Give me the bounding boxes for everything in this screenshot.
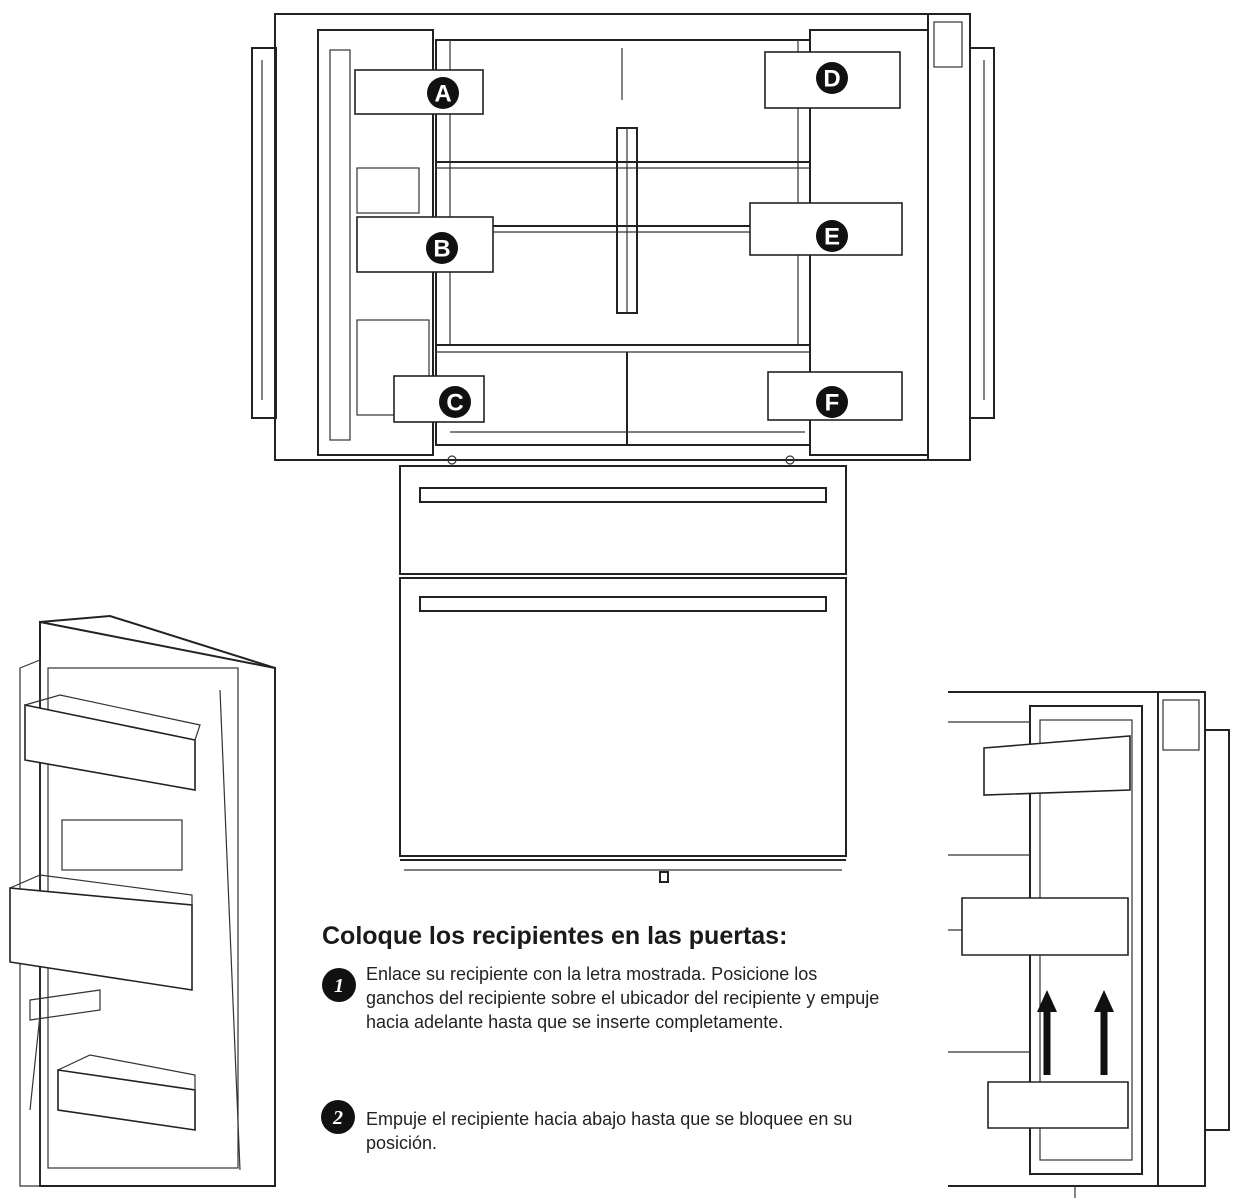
badge-d: D xyxy=(816,62,848,94)
badge-b: B xyxy=(426,232,458,264)
step-2-number: 2 xyxy=(332,1107,343,1129)
step-1-text: Enlace su recipiente con la letra mostra… xyxy=(366,964,880,1032)
freezer-drawers xyxy=(399,465,847,883)
badge-label-b: B xyxy=(433,236,450,263)
step-2-text: Empuje el recipiente hacia abajo hasta q… xyxy=(366,1109,853,1153)
step-1-number: 1 xyxy=(334,975,344,997)
step-1-icon: 1 xyxy=(322,968,356,1002)
badge-label-e: E xyxy=(824,224,840,251)
fridge-open-view xyxy=(251,13,995,465)
badge-label-d: D xyxy=(823,66,840,93)
badge-label-f: F xyxy=(825,390,840,417)
right-door-detail xyxy=(948,691,1230,1198)
badge-label-a: A xyxy=(434,81,451,108)
instructions-title: Coloque los recipientes en las puertas: xyxy=(322,922,788,950)
badge-a: A xyxy=(427,77,459,109)
badge-e: E xyxy=(816,220,848,252)
step-2-icon: 2 xyxy=(321,1100,355,1134)
badge-c: C xyxy=(439,386,471,418)
left-door-detail xyxy=(9,614,276,1187)
badge-f: F xyxy=(816,386,848,418)
badge-label-c: C xyxy=(446,390,463,417)
